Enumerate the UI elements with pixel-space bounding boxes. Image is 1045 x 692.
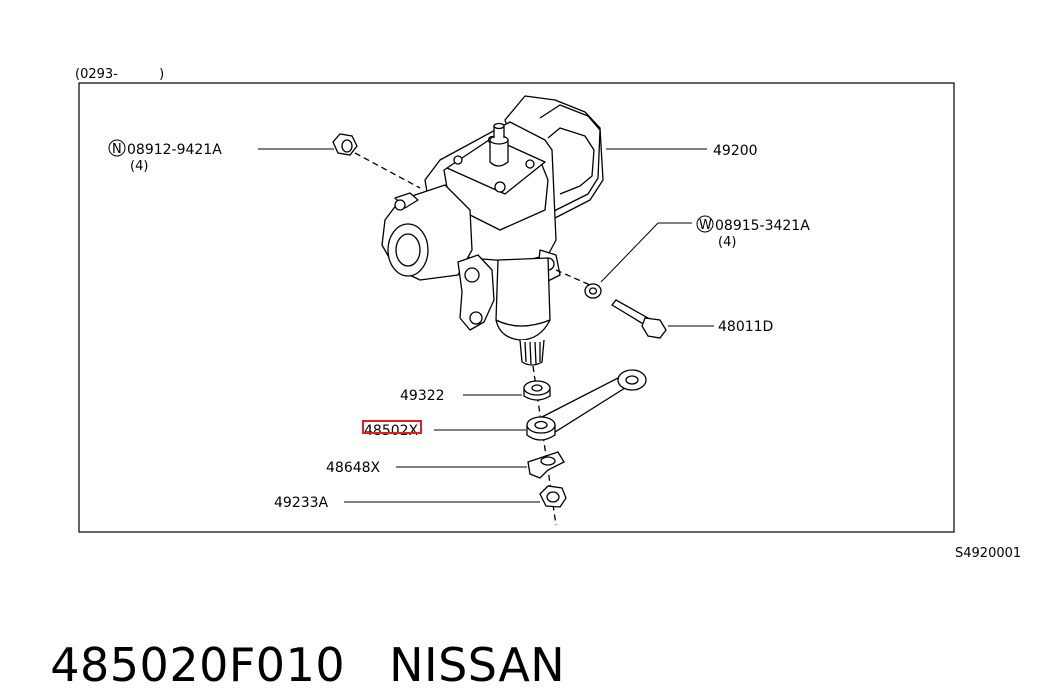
callout-washer-part: 08915-3421A (715, 218, 810, 234)
steering-gear-illustration (354, 95, 604, 526)
callout-arm-highlight (362, 420, 422, 434)
seal-icon (523, 380, 551, 401)
callout-nut-qty: (4) (130, 159, 148, 174)
lock-plate-icon (527, 451, 565, 479)
washer-icon (584, 283, 602, 299)
callout-washer[interactable]: W 08915-3421A (4) (600, 215, 810, 283)
callout-bolt[interactable]: 48011D (668, 319, 773, 335)
callout-seal[interactable]: 49322 (400, 388, 522, 404)
diagram-frame (78, 82, 955, 533)
callout-gear-part: 49200 (713, 143, 758, 159)
callout-seal-part: 49322 (400, 388, 445, 404)
pitman-arm-icon (526, 369, 647, 441)
callout-nut[interactable]: N 08912-9421A (4) (108, 139, 334, 174)
caption-part-number: 485020F010 (50, 638, 346, 692)
parts-diagram: (0293- ) S4920001 (75, 67, 1021, 560)
callout-lockplate-part: 48648X (326, 460, 381, 476)
callout-bolt-part: 48011D (718, 319, 773, 335)
callout-armnut-part: 49233A (274, 495, 329, 511)
callout-armnut[interactable]: 49233A (274, 495, 540, 511)
nut-icon (332, 133, 358, 156)
drawing-code: S4920001 (955, 546, 1021, 560)
callout-gear[interactable]: 49200 (606, 143, 758, 159)
callout-nut-prefix: N (112, 142, 122, 157)
callout-arm[interactable]: 48502X (362, 420, 526, 439)
callout-nut-part: 08912-9421A (127, 142, 222, 158)
callout-arm-part: 48502X (364, 423, 419, 439)
callout-washer-qty: (4) (718, 235, 736, 250)
bolt-icon (611, 299, 667, 339)
range-label: (0293- ) (75, 67, 164, 82)
callout-lockplate[interactable]: 48648X (326, 460, 527, 476)
callout-washer-prefix: W (699, 218, 712, 233)
caption-brand: NISSAN (389, 638, 566, 692)
arm-nut-icon (539, 485, 567, 508)
